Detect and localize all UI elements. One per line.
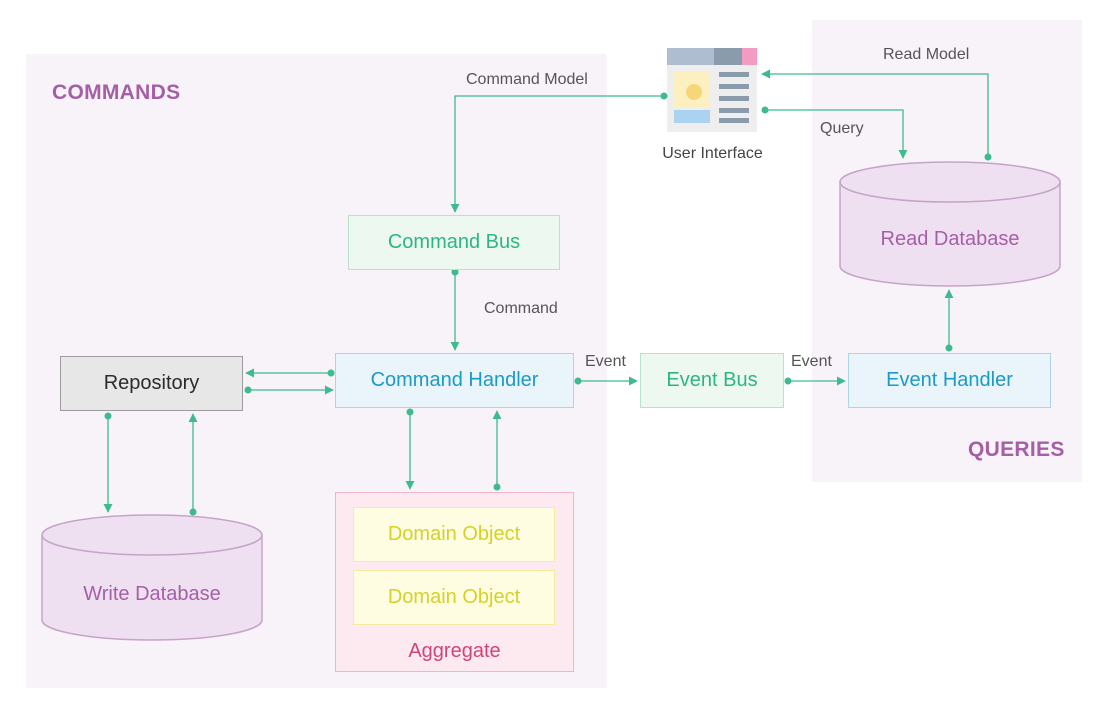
event-label: Event — [585, 353, 626, 370]
write-database-label: Write Database — [83, 583, 221, 605]
domain-object-node: Domain Object — [353, 507, 555, 562]
command-bus-node: Command Bus — [348, 215, 560, 270]
read-database-cylinder — [839, 161, 1061, 287]
command-model-label: Command Model — [466, 71, 588, 88]
edge-query — [765, 109, 908, 159]
domain-object-node: Domain Object — [353, 570, 555, 625]
repository-node: Repository — [60, 356, 243, 411]
aggregate-label: Aggregate — [408, 640, 501, 662]
read-database-label: Read Database — [880, 228, 1020, 250]
command-handler-node: Command Handler — [335, 353, 574, 408]
event-bus-node: Event Bus — [640, 353, 784, 408]
write-database-cylinder — [41, 514, 263, 641]
edge-command-model — [450, 95, 664, 213]
query-label: Query — [820, 120, 864, 137]
user-interface-label: User Interface — [662, 145, 763, 162]
read-model-label: Read Model — [883, 46, 970, 63]
window-icon — [667, 48, 757, 132]
event-label: Event — [791, 353, 832, 370]
commands-title: COMMANDS — [52, 81, 181, 104]
event-handler-node: Event Handler — [848, 353, 1051, 408]
command-label: Command — [484, 300, 558, 317]
queries-title: QUERIES — [968, 438, 1065, 461]
edge-read-model — [761, 69, 989, 157]
